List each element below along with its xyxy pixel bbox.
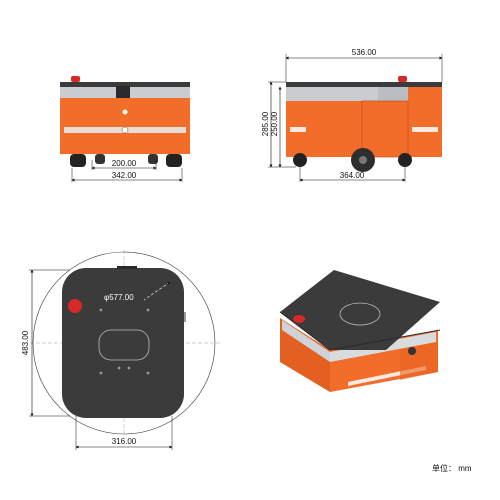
front-dim-200: 200.00: [112, 159, 137, 168]
iso-top-plate-edge: [279, 311, 441, 351]
front-dim-342: 342.00: [112, 171, 137, 180]
front-indicator: [122, 109, 128, 115]
top-handle-slot: [117, 266, 137, 269]
top-screw-2: [146, 308, 150, 312]
front-body: [60, 98, 190, 154]
side-sensor-band: [286, 87, 378, 101]
side-wheel-rear: [398, 153, 412, 167]
front-lidar: [116, 86, 130, 98]
top-screw-4: [146, 371, 150, 375]
iso-top-plate: [280, 270, 440, 350]
front-wheel-mid-left: [95, 154, 105, 164]
side-dim-364: 364.00: [340, 171, 365, 180]
top-side-connector: [184, 312, 186, 322]
front-wheel-left: [70, 154, 86, 167]
side-panel-rear: [378, 87, 408, 101]
top-screw-1: [99, 308, 103, 312]
top-lift-cover: [98, 329, 150, 361]
iso-bumper-strip-low: [366, 388, 420, 403]
top-screw-6: [127, 366, 131, 370]
side-dim-285: 285.00: [261, 111, 270, 136]
front-view: 200.00 342.00: [60, 76, 190, 182]
iso-estop-button: [293, 315, 305, 323]
side-top-plate: [286, 82, 442, 87]
top-estop-button: [68, 299, 82, 313]
side-bumper-strip-rear: [412, 127, 438, 132]
top-view: φ577.00 483.00 316.00: [21, 250, 222, 450]
unit-label: 单位： mm: [432, 464, 472, 473]
front-sensor-dot: [121, 126, 129, 134]
top-dim-316: 316.00: [112, 437, 137, 446]
iso-sensor-band-front: [282, 320, 330, 362]
side-rear-panel: [408, 87, 442, 101]
top-dim-483: 483.00: [21, 330, 30, 355]
front-estop-button: [71, 76, 80, 82]
iso-sensor: [408, 347, 416, 355]
side-drive-wheel-hub: [359, 156, 367, 164]
side-estop-button: [398, 76, 407, 82]
side-bumper-strip: [290, 127, 306, 132]
front-wheel-right: [166, 154, 182, 167]
side-door: [361, 100, 409, 158]
top-dim-diameter: φ577.00: [104, 293, 134, 302]
isometric-view: [279, 270, 441, 403]
front-top-plate: [60, 82, 190, 87]
top-diameter-leader: [143, 281, 171, 301]
side-view: 536.00 285.00 250.00 364.00: [261, 48, 443, 182]
top-plate: [62, 268, 184, 418]
iso-lift-cover: [339, 302, 381, 326]
side-dim-536: 536.00: [352, 48, 377, 57]
side-wheel-front: [293, 153, 307, 167]
top-screw-3: [99, 371, 103, 375]
side-dim-250: 250.00: [270, 111, 279, 136]
top-screw-5: [117, 366, 121, 370]
front-wheel-mid-right: [148, 154, 158, 164]
